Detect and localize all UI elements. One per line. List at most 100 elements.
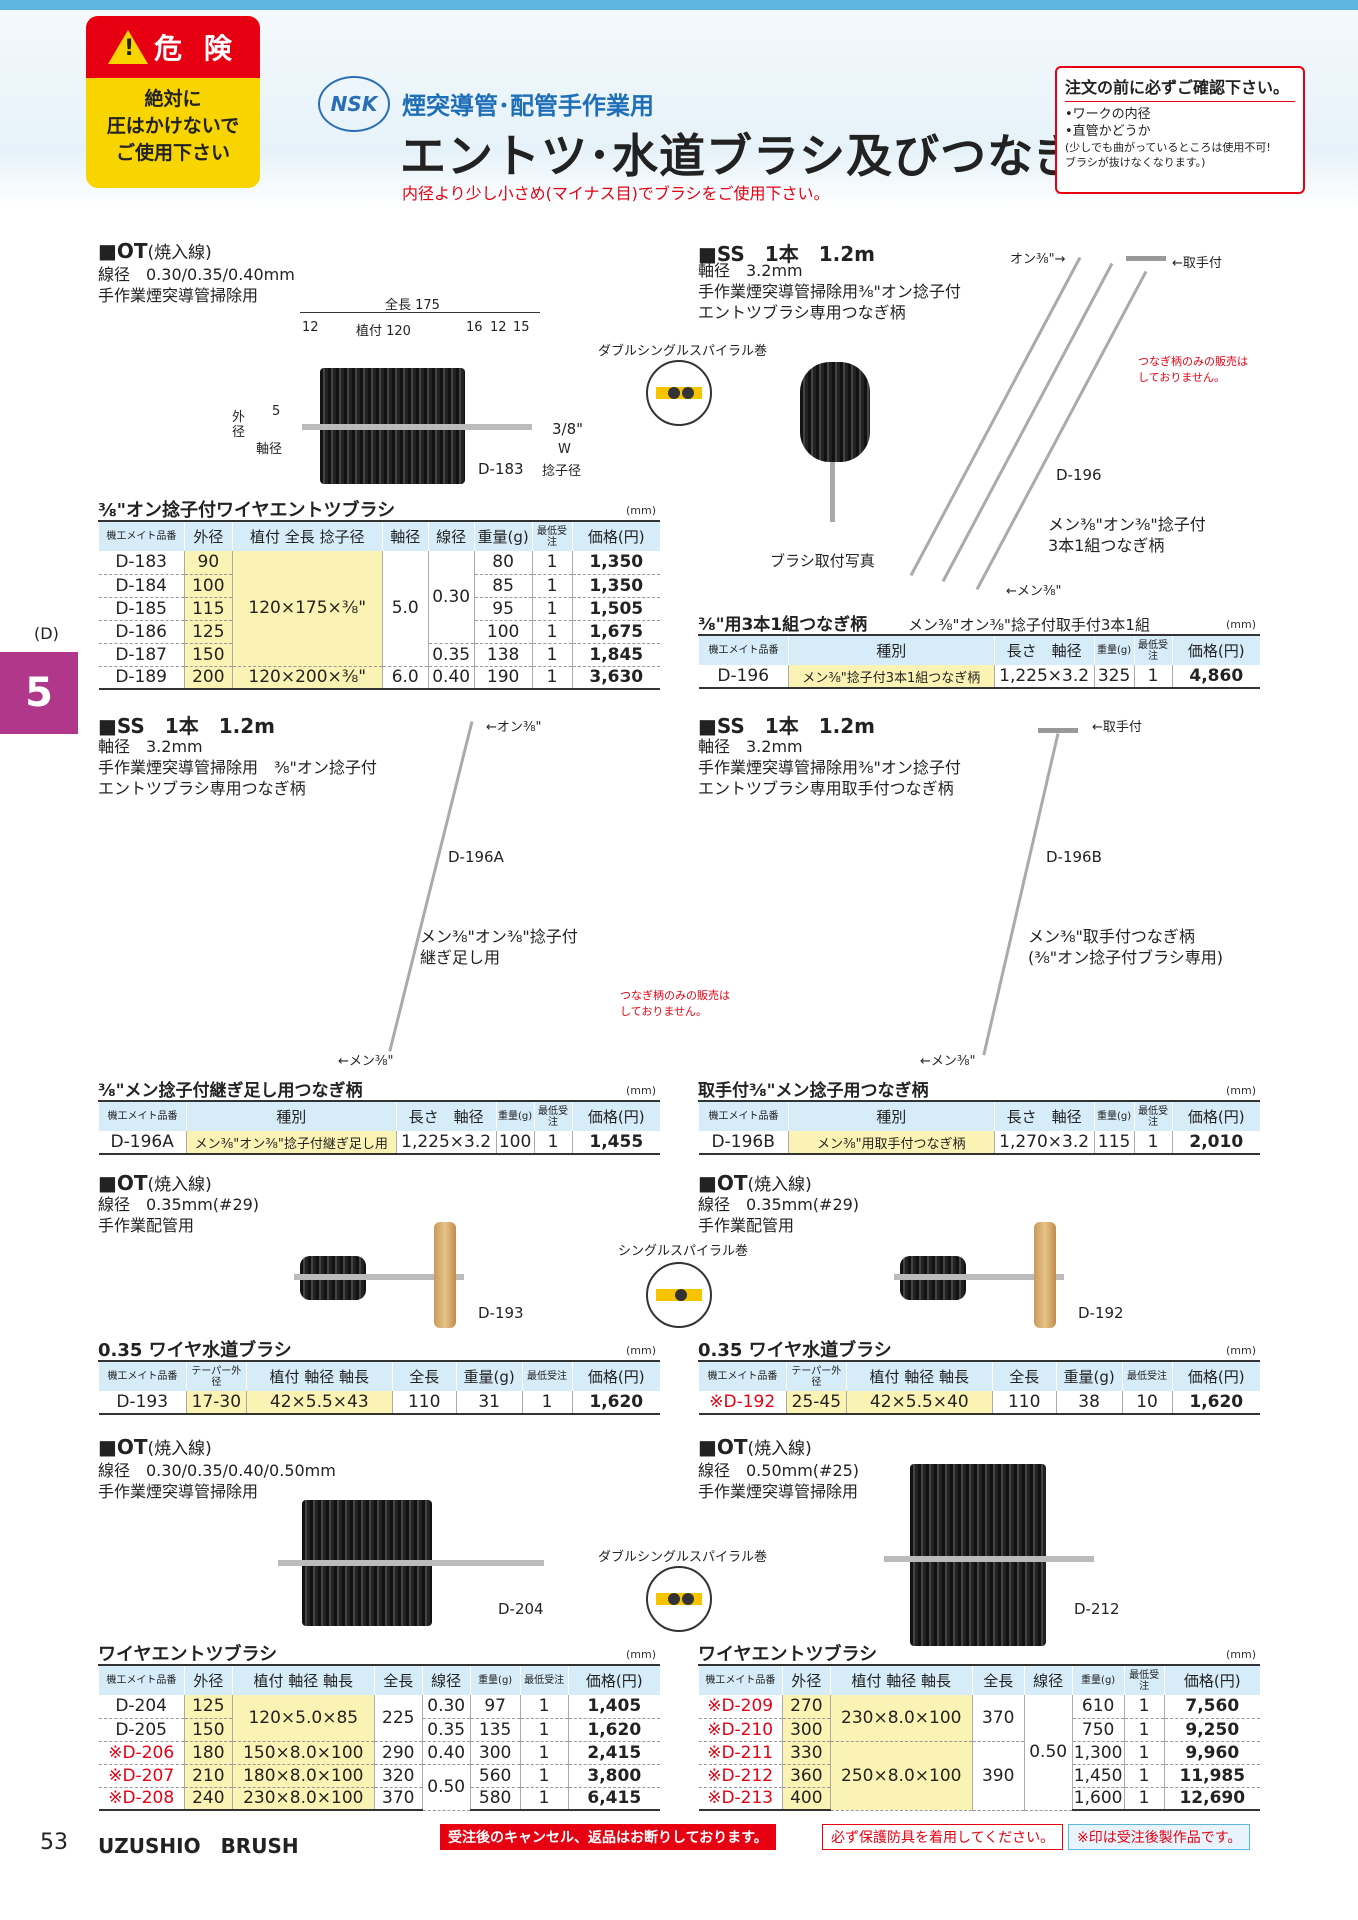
d192-shaft xyxy=(894,1274,1064,1280)
dim-15: 15 xyxy=(513,320,530,335)
order-notice: 注文の前に必ずご確認下さい。 •ワークの内径 •直管かどうか (少しでも曲がって… xyxy=(1055,66,1305,194)
d196b-rod xyxy=(982,733,1060,1056)
d196a-rod xyxy=(388,721,474,1052)
safety-warning: 必ず保護防具を着用してください。 xyxy=(822,1824,1064,1850)
s4-table-title: 取手付⅜"メン捻子用つなぎ柄 xyxy=(698,1081,929,1101)
danger-line: ご使用下さい xyxy=(115,142,230,164)
d183-code: D-183 xyxy=(478,460,524,478)
mm-unit: (mm) xyxy=(1226,1084,1257,1097)
s3-red-note: つなぎ柄のみの販売はしておりません。 xyxy=(620,989,730,1018)
s8-table: 機工メイト品番外径植付 軸径 軸長全長線径重量(g)最低受注価格(円) ※D-2… xyxy=(698,1664,1260,1811)
s4-desc2: メン⅜"取手付つなぎ柄(⅜"オン捻子付ブラシ専用) xyxy=(1028,927,1224,967)
brand-name: UZUSHIO BRUSH xyxy=(98,1834,299,1858)
d192-handle xyxy=(1034,1222,1056,1328)
dim-120: 植付 120 xyxy=(356,324,411,339)
mm-unit: (mm) xyxy=(1226,1344,1257,1357)
mm-unit: (mm) xyxy=(626,1648,657,1661)
d212-brush-image xyxy=(910,1464,1046,1646)
dim-w: W xyxy=(558,442,571,457)
d212-code: D-212 xyxy=(1074,1600,1120,1618)
s8-title: ■OT(焼入線) xyxy=(698,1435,812,1459)
d204-shaft xyxy=(278,1560,544,1566)
dim-16: 16 xyxy=(466,320,483,335)
s6-table: 機工メイト品番テーパー外径植付 軸径 軸長全長重量(g)最低受注価格(円) ※D… xyxy=(698,1360,1260,1415)
d212-shaft xyxy=(884,1556,1094,1562)
t-handle xyxy=(1126,256,1166,261)
notice-title: 注文の前に必ずご確認下さい。 xyxy=(1065,74,1295,102)
s2-red-note: つなぎ柄のみの販売はしておりません。 xyxy=(1138,355,1248,384)
s4-handle-label: ←取手付 xyxy=(1092,720,1142,735)
s7-title: ■OT(焼入線) xyxy=(98,1435,212,1459)
nsk-logo: NSK xyxy=(318,76,390,132)
usage-note: 内径より少し小さめ(マイナス目)でブラシをご使用下さい。 xyxy=(402,184,830,203)
danger-line: 絶対に xyxy=(144,88,202,110)
spiral-single-label: シングルスパイラル巻 xyxy=(618,1244,749,1259)
notice-line: •直管かどうか xyxy=(1065,124,1151,139)
d183-shaft xyxy=(302,424,532,430)
d193-code: D-193 xyxy=(478,1304,524,1322)
s5-table: 機工メイト品番テーパー外径植付 軸径 軸長全長重量(g)最低受注価格(円) D-… xyxy=(98,1360,660,1415)
s5-table-title: 0.35 ワイヤ水道ブラシ xyxy=(98,1340,292,1361)
dim-screw: 捻子径 xyxy=(542,464,582,479)
s6-title: ■OT(焼入線) xyxy=(698,1171,812,1195)
s1-title: ■OT(焼入線) xyxy=(98,239,212,263)
danger-line: 圧はかけないで xyxy=(106,115,240,137)
notice-small: ブラシが抜けなくなります。) xyxy=(1065,156,1206,169)
s3-title: ■SS 1本 1.2m xyxy=(98,714,275,738)
s8-desc: 線径 0.50mm(#25)手作業煙突導管掃除用 xyxy=(698,1461,860,1501)
double-spiral-icon xyxy=(646,1566,712,1632)
mm-unit: (mm) xyxy=(1226,1648,1257,1661)
s5-desc: 線径 0.35mm(#29)手作業配管用 xyxy=(98,1195,260,1235)
danger-title: 危 険 xyxy=(154,32,238,65)
s4-men-label: ←メン⅜" xyxy=(920,1054,976,1069)
page-subtitle: 煙突導管･配管手作業用 xyxy=(402,92,654,120)
s2-title: ■SS 1本 1.2m xyxy=(698,242,875,266)
s1-table: 機工メイト品番外径植付 全長 捻子径軸径線径重量(g)最低受注価格(円) D-1… xyxy=(98,520,660,690)
dim-shaft: 軸径 xyxy=(256,442,283,457)
s1-table-title: ⅜"オン捻子付ワイヤエントツブラシ xyxy=(98,500,396,521)
brush-photo-shaft xyxy=(830,462,835,522)
s2-table-title: ⅜"用3本1組つなぎ柄 xyxy=(698,615,868,635)
d196-code: D-196 xyxy=(1056,466,1102,484)
double-spiral-icon xyxy=(646,360,712,426)
s2-handle-label: ←取手付 xyxy=(1172,256,1222,271)
s3-on-label: ←オン⅜" xyxy=(486,720,542,735)
mm-unit: (mm) xyxy=(626,504,657,517)
single-spiral-icon xyxy=(646,1262,712,1328)
side-letter: (D) xyxy=(34,624,59,643)
made-to-order-note: ※印は受注後製作品です。 xyxy=(1068,1824,1251,1850)
s5-title: ■OT(焼入線) xyxy=(98,1171,212,1195)
s2-men-label: ←メン⅜" xyxy=(1006,584,1062,599)
d193-shaft xyxy=(294,1274,464,1280)
dim-thread: 3/8" xyxy=(552,420,584,438)
s3-desc2: メン⅜"オン⅜"捻子付継ぎ足し用 xyxy=(420,927,578,967)
page-number: 53 xyxy=(40,1830,68,1855)
mm-unit: (mm) xyxy=(626,1344,657,1357)
d204-code: D-204 xyxy=(498,1600,544,1618)
danger-box: !危 険 絶対に 圧はかけないで ご使用下さい xyxy=(86,16,260,188)
mm-unit: (mm) xyxy=(1226,618,1257,631)
dim-outer: 外径 xyxy=(232,410,246,440)
d196b-code: D-196B xyxy=(1046,848,1102,866)
page-title: エントツ･水道ブラシ及びつなぎ柄 xyxy=(400,129,1129,183)
s3-men-label: ←メン⅜" xyxy=(338,1054,394,1069)
